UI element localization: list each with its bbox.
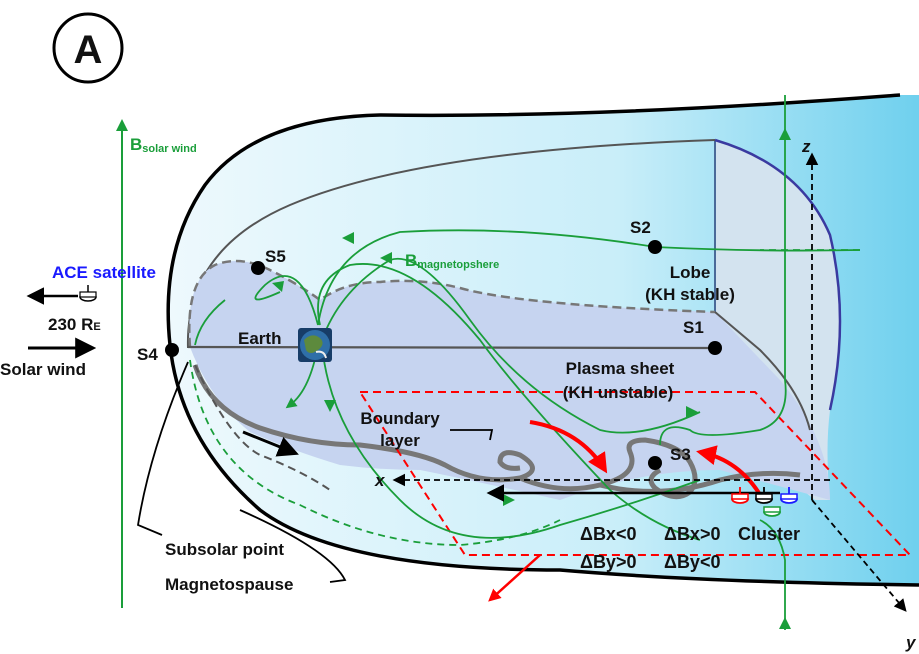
- observation-points: [165, 240, 722, 470]
- ace-satellite-label: ACE satellite: [52, 263, 156, 282]
- solar-wind-label: Solar wind: [0, 360, 86, 379]
- s5-label: S5: [265, 247, 286, 266]
- distance-label: 230 RE: [48, 315, 101, 334]
- point-s3: [648, 456, 662, 470]
- y-axis: [811, 499, 907, 612]
- dbx-neg-label: ΔBx<0: [580, 524, 636, 544]
- subsolar-point-label: Subsolar point: [165, 540, 284, 559]
- plasma-sheet-kh-label: (KH unstable): [563, 383, 674, 402]
- flow-arrow-right: [696, 445, 764, 500]
- panel-label-circle: [52, 12, 124, 84]
- earth-label: Earth: [238, 329, 281, 348]
- flow-arrow-normal: [488, 554, 541, 602]
- plasma-sheet: [189, 261, 831, 500]
- boundary-layer-label-1: Boundary: [360, 409, 440, 428]
- axis-x-label: x: [374, 471, 386, 490]
- point-s5: [251, 261, 265, 275]
- flow-arrow-left: [529, 420, 608, 474]
- dbx-pos-label: ΔBx>0: [664, 524, 720, 544]
- field-lines: [189, 95, 861, 630]
- s3-label: S3: [670, 445, 691, 464]
- dby-pos-label: ΔBy>0: [580, 552, 636, 572]
- b-solar-wind-label: Bsolar wind: [130, 135, 197, 155]
- cluster-spacecraft-icon: [731, 487, 798, 517]
- s2-label: S2: [630, 218, 651, 237]
- lobe-label: Lobe: [670, 263, 711, 282]
- b-magnetosphere-label: Bmagnetopshere: [405, 251, 499, 271]
- point-s1: [708, 341, 722, 355]
- earth-icon: [298, 328, 332, 362]
- kh-plane: [358, 391, 913, 556]
- sheath-flow-arrow: [242, 430, 299, 457]
- plasma-sheet-label: Plasma sheet: [566, 359, 675, 378]
- s4-label: S4: [137, 345, 158, 364]
- axis-y-label: y: [905, 633, 917, 652]
- lobe-kh-label: (KH stable): [645, 285, 735, 304]
- axis-z-label: z: [801, 137, 811, 156]
- s1-label: S1: [683, 318, 704, 337]
- field-arrows: [272, 128, 791, 629]
- cluster-label: Cluster: [738, 524, 800, 544]
- ace-satellite-icon: [79, 285, 97, 302]
- panel-label: A: [74, 28, 103, 72]
- boundary-layer-label-2: layer: [380, 431, 420, 450]
- point-s4: [165, 343, 179, 357]
- magnetopause-label: Magnetospause: [165, 575, 293, 594]
- point-s2: [648, 240, 662, 254]
- dby-neg-label: ΔBy<0: [664, 552, 720, 572]
